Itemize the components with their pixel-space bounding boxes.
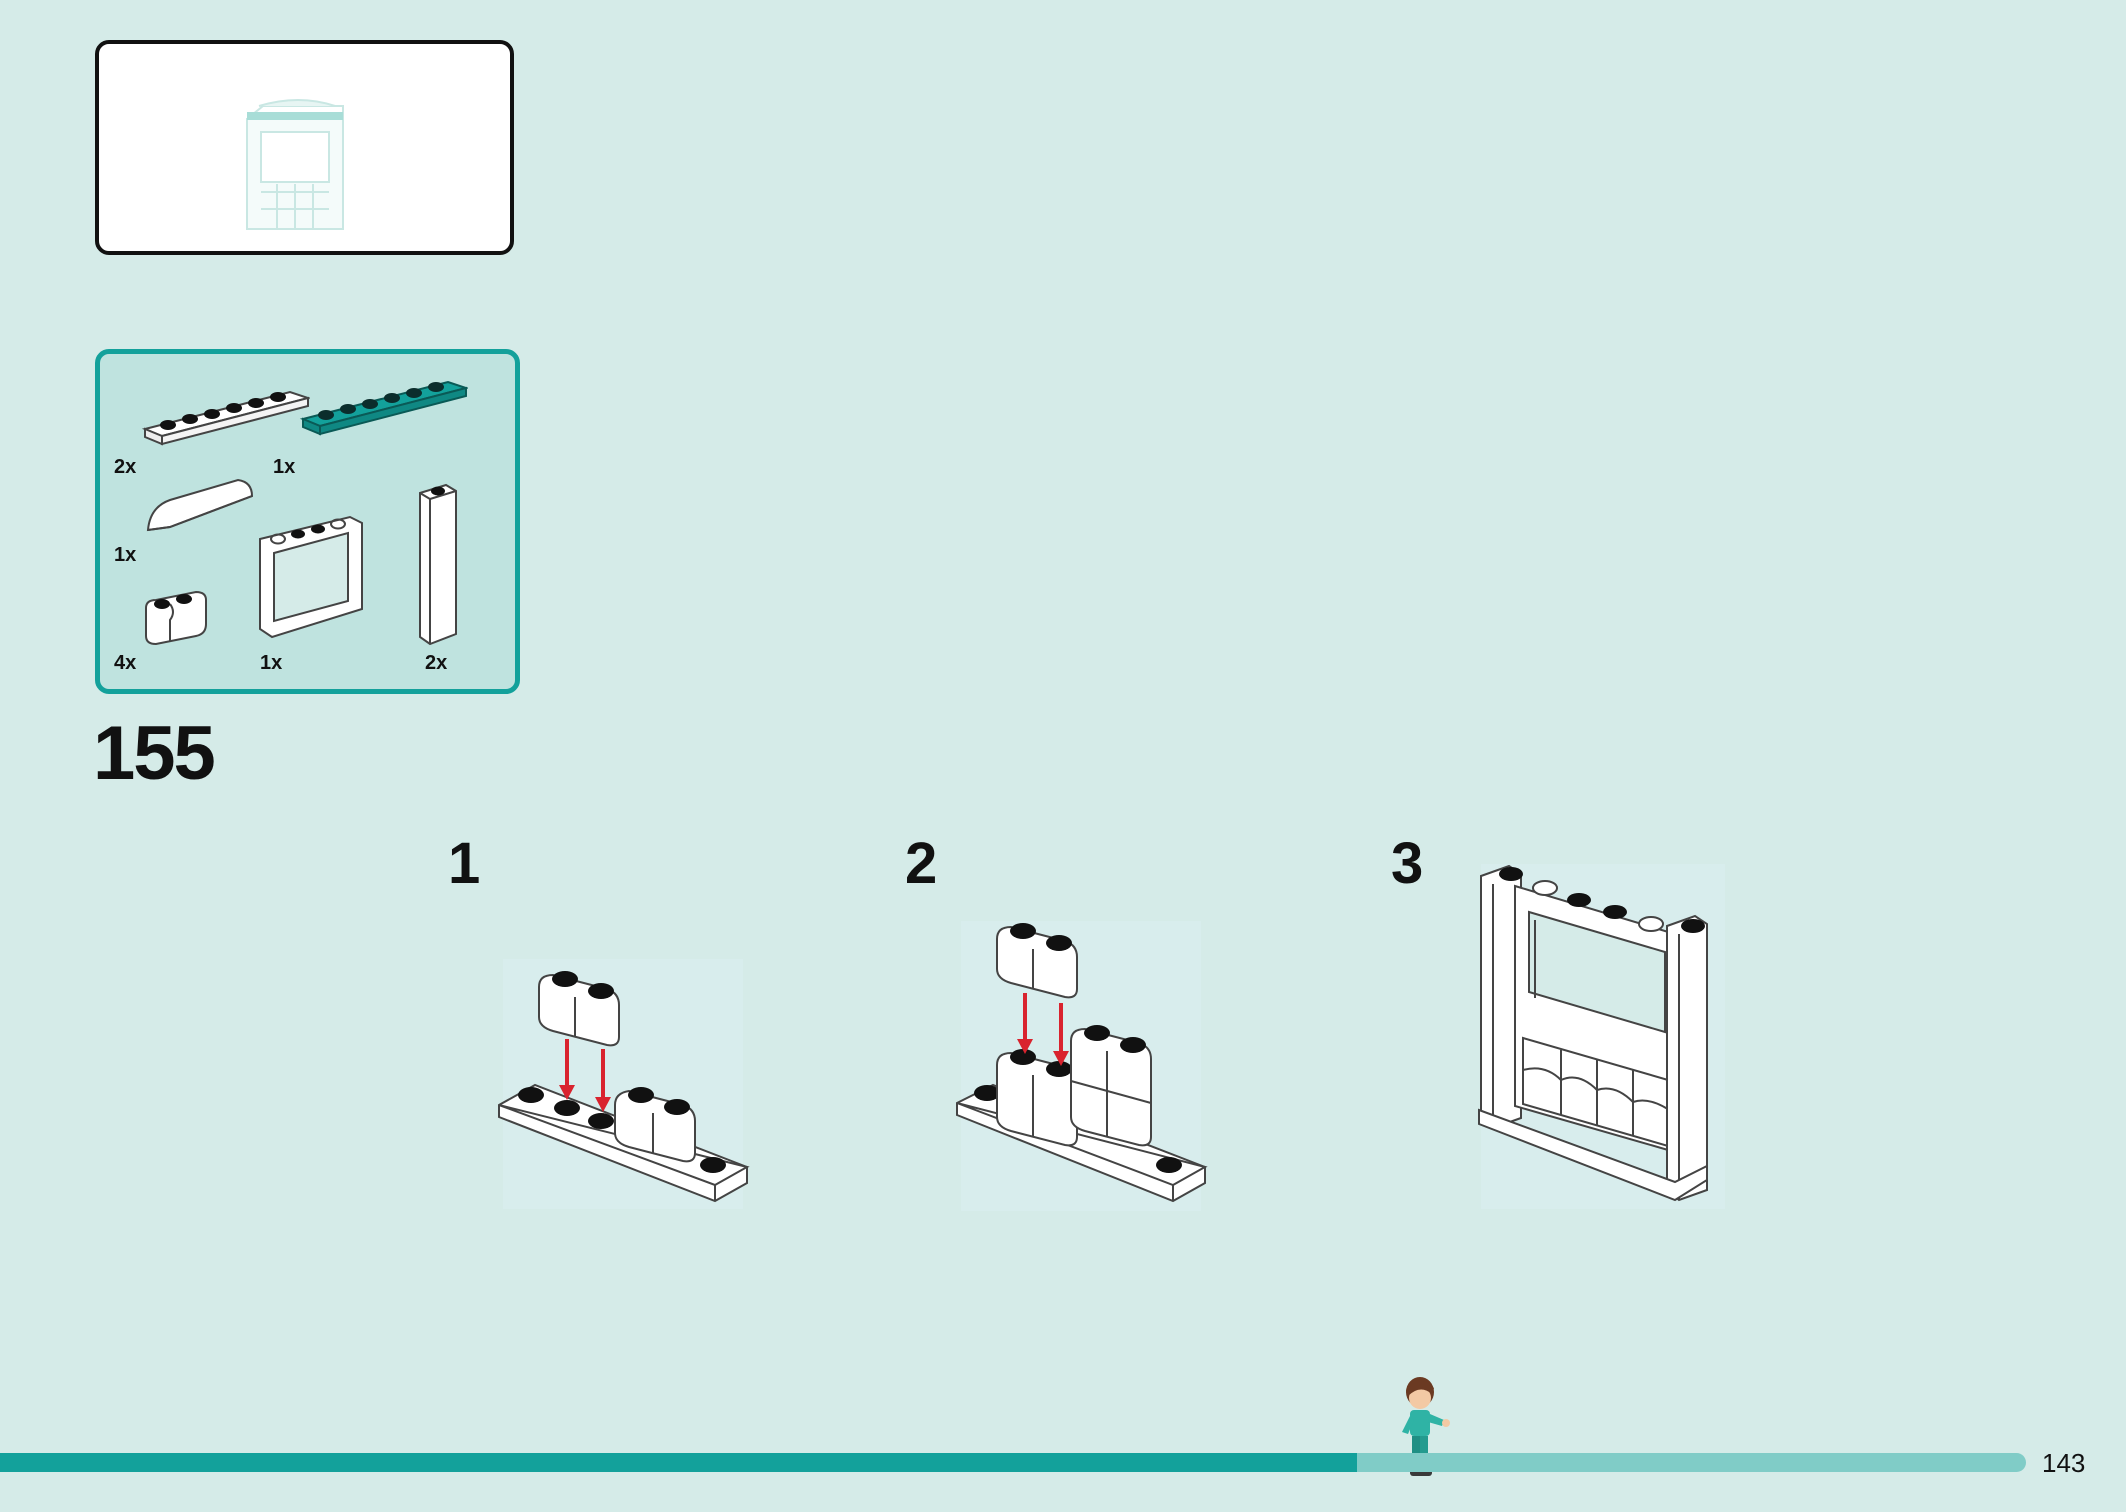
sub-step-label-3: 3 (1391, 831, 1424, 896)
part-qty-column: 2x (425, 652, 448, 674)
part-qty-window-frame: 1x (260, 652, 283, 674)
part-qty-brick: 4x (114, 652, 137, 674)
window-frame-image (259, 515, 363, 639)
teal-plate-1x6-image (299, 380, 468, 436)
sub-assembly-preview (95, 40, 514, 255)
sub-step-label-1: 1 (448, 831, 481, 896)
sub-step-label-2: 2 (905, 831, 938, 896)
progress-bar-fill (0, 1453, 1358, 1472)
progress-bar (0, 1453, 2026, 1472)
part-qty-white-plate: 2x (114, 456, 137, 478)
parts-list: 2x 1x 1x 1x 2x (95, 349, 520, 694)
wall-segment-preview-image (246, 99, 344, 230)
brick-1x2-image (145, 590, 207, 646)
sub-step-3-illustration (1478, 864, 1725, 1209)
white-plate-1x6-image (141, 390, 310, 446)
column-1x1x6-image (419, 483, 457, 646)
curved-slope-image (146, 478, 254, 532)
part-qty-teal-plate: 1x (273, 456, 296, 478)
page-number: 143 (2042, 1448, 2086, 1478)
step-number: 155 (93, 711, 216, 796)
sub-step-1-illustration (498, 959, 750, 1209)
sub-step-2-illustration (956, 921, 1208, 1211)
part-qty-curved-slope: 1x (114, 544, 137, 566)
